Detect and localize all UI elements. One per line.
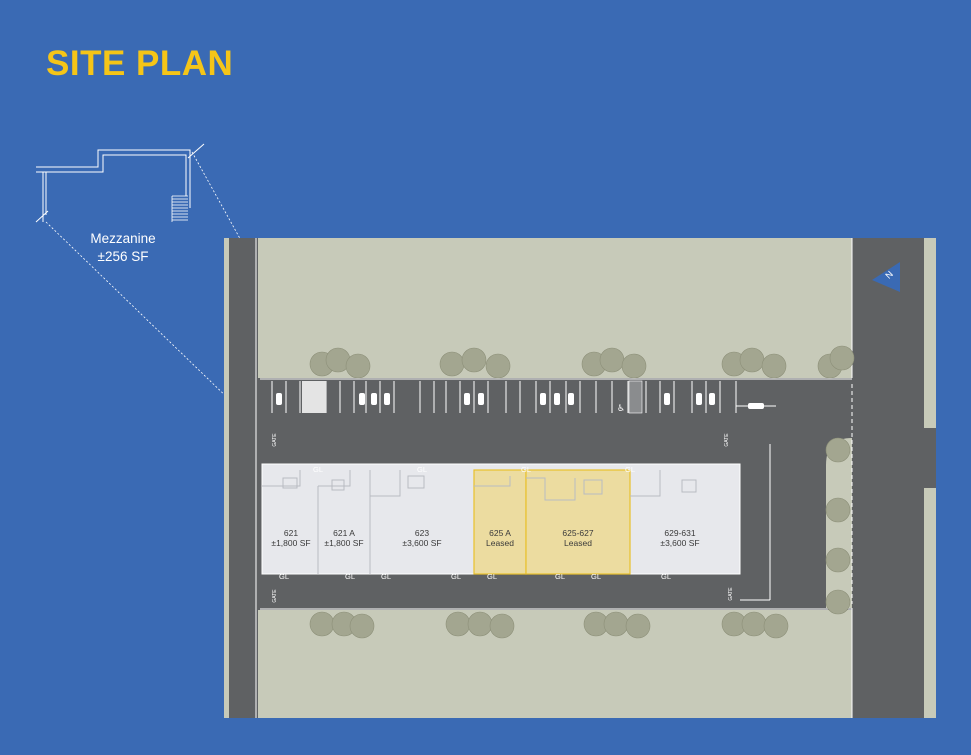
unit-size: Leased <box>486 538 514 548</box>
tree-icon <box>345 353 371 379</box>
tree-icon <box>467 611 493 637</box>
gate-labels: GATE GATE GATE GATE <box>272 433 734 603</box>
unit-size: ±3,600 SF <box>660 538 699 548</box>
car-icon <box>709 393 715 405</box>
tree-icon <box>603 611 629 637</box>
leased-suite-625-627 <box>525 469 631 575</box>
tree-icon <box>763 613 789 639</box>
unit-size: ±1,800 SF <box>271 538 310 548</box>
lawn-east-top <box>924 238 936 428</box>
lawn-west-strip <box>224 238 229 718</box>
unit-number: 621 A <box>333 528 355 538</box>
tree-icon <box>309 611 335 637</box>
tree-icon <box>625 613 651 639</box>
gate-label: GATE <box>272 589 278 603</box>
dumpster-pad <box>302 381 326 413</box>
mezzanine-label: Mezzanine ±256 SF <box>78 230 168 266</box>
tree-icon <box>825 437 851 463</box>
gl-label: GL <box>345 572 355 581</box>
car-icon <box>276 393 282 405</box>
car-icon <box>384 393 390 405</box>
car-icon <box>478 393 484 405</box>
tree-icon <box>761 353 787 379</box>
tree-icon <box>739 347 765 373</box>
car-icon <box>540 393 546 405</box>
gl-label: GL <box>625 465 635 474</box>
unit-walls <box>262 470 697 574</box>
tree-icon <box>599 347 625 373</box>
gl-label: GL <box>417 465 427 474</box>
car-icon <box>554 393 560 405</box>
gate-label: GATE <box>272 433 278 447</box>
unit-size: ±1,800 SF <box>324 538 363 548</box>
tree-icon <box>825 589 851 615</box>
car-icon <box>464 393 470 405</box>
north-arrow-icon <box>872 262 900 292</box>
car-icon <box>696 393 702 405</box>
unit-number: 629-631 <box>664 528 695 538</box>
tree-icon <box>461 347 487 373</box>
tree-icon <box>485 353 511 379</box>
tree-icon <box>825 547 851 573</box>
page-title: SITE PLAN <box>46 44 234 83</box>
mezzanine-name: Mezzanine <box>90 231 156 246</box>
lawn-east-bottom <box>924 488 936 718</box>
tree-icon <box>825 497 851 523</box>
tree-icon <box>439 351 465 377</box>
unit-size: Leased <box>564 538 592 548</box>
gl-label: GL <box>279 572 289 581</box>
gl-label: GL <box>313 465 323 474</box>
gate-label: GATE <box>724 433 730 447</box>
accessible-parking-icon: ♿ <box>617 404 625 414</box>
north-arrow-label: N <box>883 269 895 281</box>
gl-label: GL <box>661 572 671 581</box>
tree-icon <box>445 611 471 637</box>
car-icon <box>371 393 377 405</box>
gl-label: GL <box>381 572 391 581</box>
gl-label: GL <box>487 572 497 581</box>
unit-number: 625-627 <box>562 528 593 538</box>
accessible-aisle <box>628 380 643 414</box>
gl-label: GL <box>521 465 531 474</box>
leased-suite-625a <box>473 469 527 575</box>
unit-number: 623 <box>415 528 429 538</box>
lawn-island <box>826 438 852 608</box>
car-icon <box>664 393 670 405</box>
tree-icon <box>829 345 855 371</box>
tree-icon <box>489 613 515 639</box>
unit-number: 625 A <box>489 528 511 538</box>
tree-icon <box>621 353 647 379</box>
car-icon <box>748 403 764 409</box>
gl-label: GL <box>591 572 601 581</box>
trees <box>309 345 855 639</box>
gate-label: GATE <box>728 587 734 601</box>
tree-icon <box>741 611 767 637</box>
parked-cars <box>276 393 764 409</box>
car-icon <box>568 393 574 405</box>
mezzanine-size: ±256 SF <box>97 249 149 264</box>
unit-size: ±3,600 SF <box>402 538 441 548</box>
gl-labels: GL GL GL GL GL GL GL GL GL GL GL GL <box>279 465 671 581</box>
mezzanine-outline <box>35 143 205 223</box>
car-icon <box>359 393 365 405</box>
gl-label: GL <box>451 572 461 581</box>
gl-label: GL <box>555 572 565 581</box>
tree-icon <box>349 613 375 639</box>
north-arrow: N <box>872 262 900 292</box>
unit-number: 621 <box>284 528 298 538</box>
